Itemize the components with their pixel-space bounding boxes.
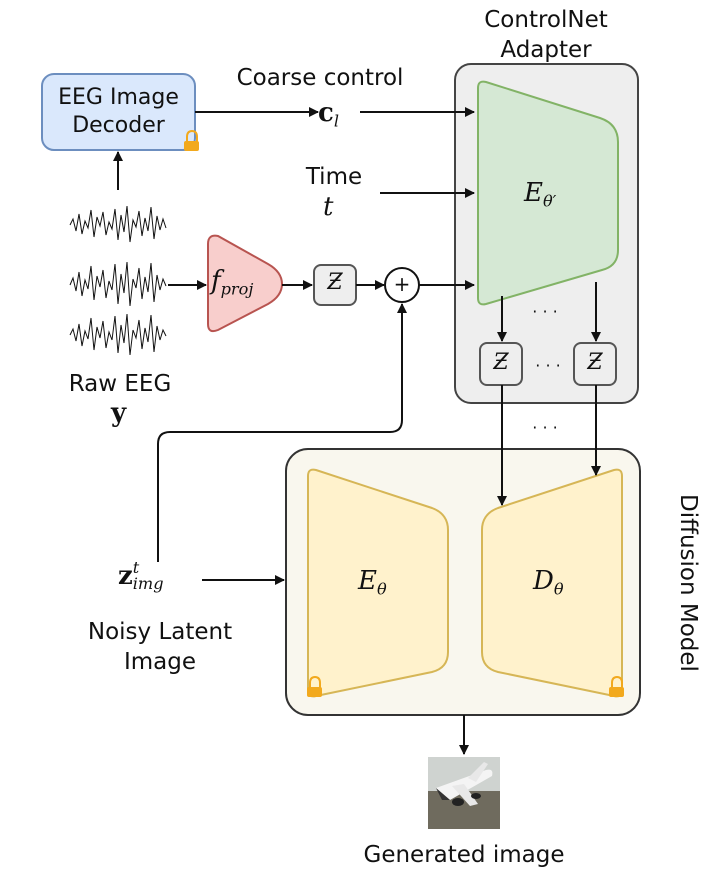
zero-conv-symbol-3: Ƶ [587, 350, 603, 375]
ellipsis-3: · · · [532, 418, 558, 437]
e-theta-prime-symbol: Eθ′ [524, 178, 557, 211]
noisy-latent-label-line1: Noisy Latent [87, 619, 233, 645]
coarse-control-label: Coarse control [236, 65, 404, 91]
eeg-decoder-label-line1: EEG Image [58, 85, 179, 110]
lock-icon [609, 675, 624, 697]
controlnet-title-line2: Adapter [500, 37, 592, 63]
connection-arrows [113, 107, 601, 755]
zero-conv-symbol-2: Ƶ [493, 350, 509, 375]
y-symbol: y [111, 398, 127, 428]
diffusion-model-label: Diffusion Model [675, 494, 701, 672]
lock-icon [307, 675, 322, 697]
lock-icon [184, 129, 199, 151]
noisy-latent-label-line2: Image [123, 649, 197, 675]
e-theta-symbol: Eθ [358, 566, 387, 599]
eeg-waveform-icon [69, 205, 167, 356]
generated-airplane-image [428, 757, 500, 829]
raw-eeg-label: Raw EEG [68, 371, 172, 397]
generated-image-label: Generated image [363, 842, 565, 868]
t-symbol: t [323, 192, 334, 222]
zero-conv-symbol-1: Ƶ [327, 270, 343, 295]
cl-symbol: cl [318, 98, 339, 131]
controlnet-title-line1: ControlNet [484, 7, 608, 33]
ellipsis-2: · · · [535, 356, 561, 375]
time-label: Time [305, 164, 363, 190]
plus-symbol: + [393, 272, 411, 296]
d-theta-symbol: Dθ [533, 566, 564, 599]
eeg-decoder-label-line2: Decoder [72, 113, 165, 138]
controlnet-encoder-shape [477, 80, 619, 306]
f-proj-symbol: fproj [211, 266, 254, 299]
ellipsis-1: · · · [532, 302, 558, 321]
